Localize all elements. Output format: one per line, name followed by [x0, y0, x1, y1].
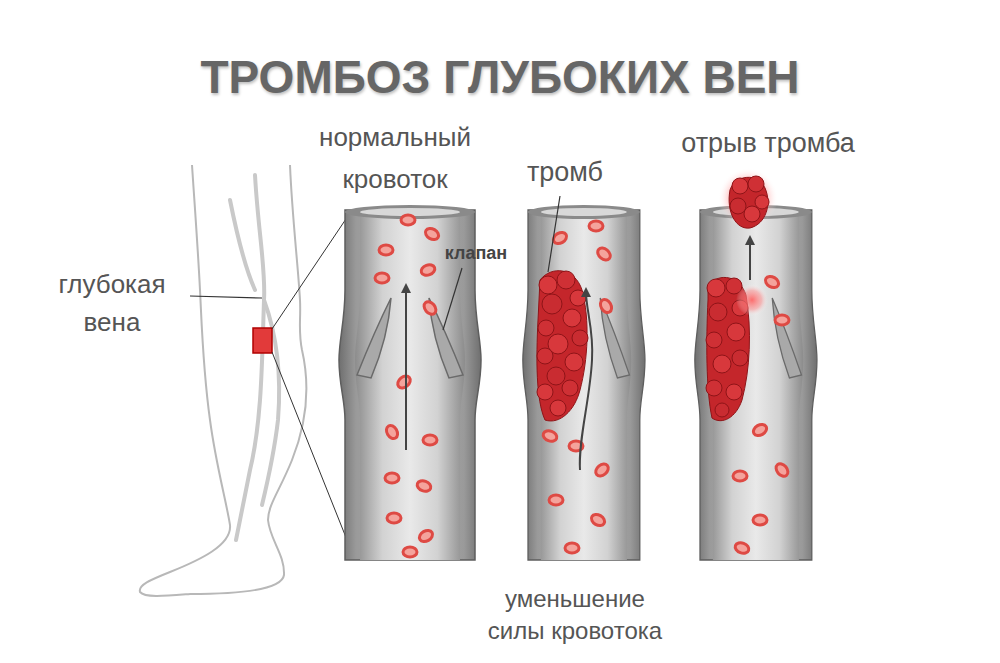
part-label: тромб [527, 157, 603, 188]
rupture-glow [736, 284, 768, 316]
leg-outline [140, 165, 307, 596]
leader-line [190, 296, 262, 298]
thrombus [537, 271, 588, 421]
zoom-line [272, 210, 352, 329]
diagram-title: ТРОМБОЗ ГЛУБОКИХ ВЕН [200, 52, 799, 103]
flow-arrow [580, 292, 593, 470]
leader-line [548, 196, 560, 272]
blood-cells [733, 274, 790, 555]
part-label: нормальный кровоток [298, 116, 493, 200]
flow-arrow [749, 240, 751, 280]
flow-arrow [405, 288, 407, 450]
embolus [729, 176, 769, 228]
part-label: отрыв тромба [681, 128, 855, 159]
vein-thrombus [523, 205, 645, 560]
leg-veins [230, 175, 279, 540]
vein-embolus [695, 205, 817, 560]
leader-line [443, 268, 462, 330]
blood-cells [375, 215, 441, 557]
detail-marker [253, 328, 272, 353]
part-label: глубокая вена [47, 266, 177, 341]
caption-label: уменьшение силы кровотока [483, 583, 668, 648]
part-label: клапан [445, 243, 507, 265]
embolus-glow [718, 168, 778, 228]
blood-cells [542, 221, 614, 553]
